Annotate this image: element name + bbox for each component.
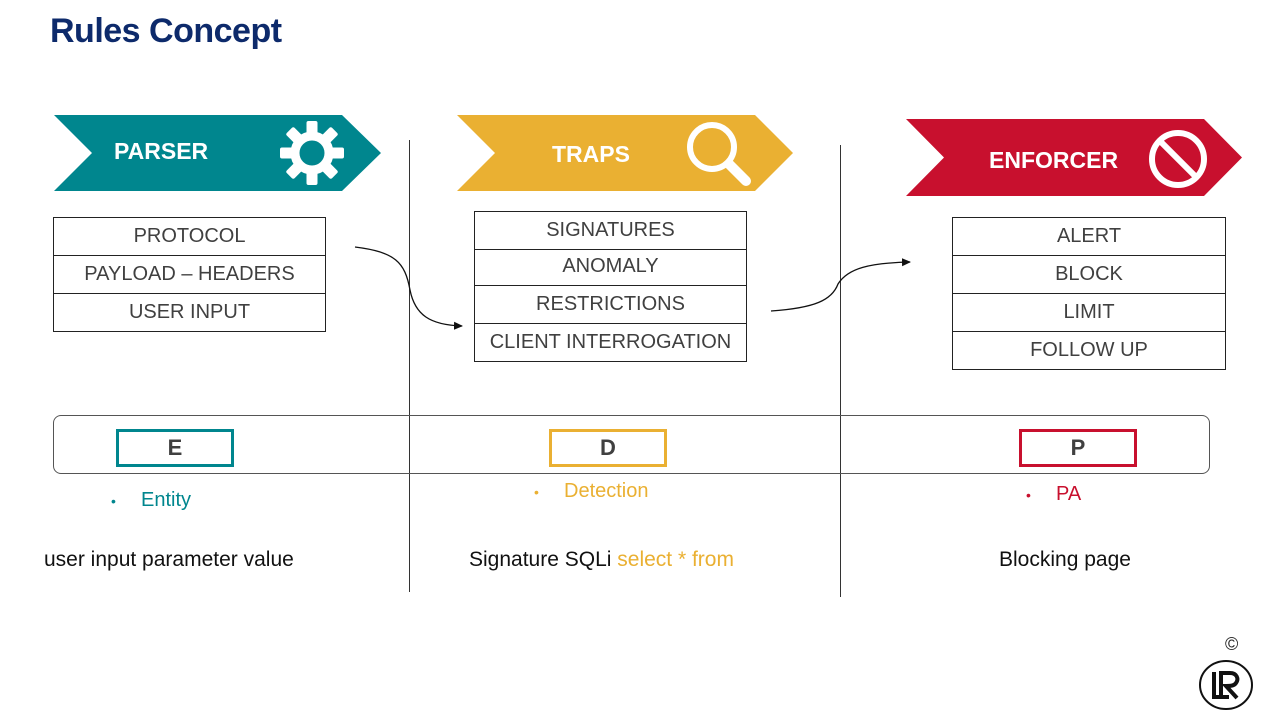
traps-table: SIGNATURES ANOMALY RESTRICTIONS CLIENT I…: [474, 211, 747, 362]
traps-item-anomaly: ANOMALY: [474, 249, 747, 286]
page-title: Rules Concept: [50, 12, 282, 50]
enforcer-example: Blocking page: [999, 548, 1131, 571]
traps-item-restrictions: RESTRICTIONS: [474, 285, 747, 324]
parser-item-user-input: USER INPUT: [53, 293, 326, 332]
copyright-mark: ©: [1225, 634, 1239, 654]
enforcer-label: ENFORCER: [989, 147, 1119, 173]
detection-letter-box: D: [549, 429, 667, 467]
parser-item-protocol: PROTOCOL: [53, 217, 326, 256]
traps-label: TRAPS: [552, 141, 630, 167]
parser-chevron: [54, 115, 381, 191]
enforcer-item-block: BLOCK: [952, 255, 1226, 294]
parser-example: user input parameter value: [44, 548, 294, 571]
lr-logo-icon: [1199, 660, 1253, 710]
traps-example-text: Signature SQLi: [469, 548, 618, 571]
parser-label: PARSER: [114, 138, 209, 164]
pa-term: PA: [1056, 483, 1082, 505]
separator-line: [840, 145, 841, 597]
separator-line: [409, 140, 410, 592]
traps-example: Signature SQLi select * from: [469, 548, 734, 572]
traps-chevron: [457, 115, 793, 191]
entity-letter-box: E: [116, 429, 234, 467]
arrow-traps-to-enforcer: [770, 258, 911, 312]
pa-bullet: •PA: [1026, 483, 1082, 505]
entity-term: Entity: [141, 489, 192, 511]
detection-term: Detection: [564, 480, 649, 502]
detection-bullet: •Detection: [534, 480, 649, 502]
enforcer-chevron: [906, 119, 1242, 196]
enforcer-item-limit: LIMIT: [952, 293, 1226, 332]
traps-item-client-interrogation: CLIENT INTERROGATION: [474, 323, 747, 362]
enforcer-item-follow-up: FOLLOW UP: [952, 331, 1226, 370]
enforcer-table: ALERT BLOCK LIMIT FOLLOW UP: [952, 217, 1226, 370]
parser-item-payload-headers: PAYLOAD – HEADERS: [53, 255, 326, 294]
magnifier-icon: [687, 122, 751, 186]
parser-table: PROTOCOL PAYLOAD – HEADERS USER INPUT: [53, 217, 326, 332]
pa-letter-box: P: [1019, 429, 1137, 467]
gear-icon: [280, 121, 344, 185]
entity-bullet: •Entity: [111, 489, 192, 511]
edp-band: [53, 415, 1210, 474]
prohibited-icon: [1149, 130, 1207, 188]
traps-item-signatures: SIGNATURES: [474, 211, 747, 250]
arrow-parser-to-traps: [354, 246, 463, 330]
traps-example-highlight: select * from: [617, 548, 734, 571]
